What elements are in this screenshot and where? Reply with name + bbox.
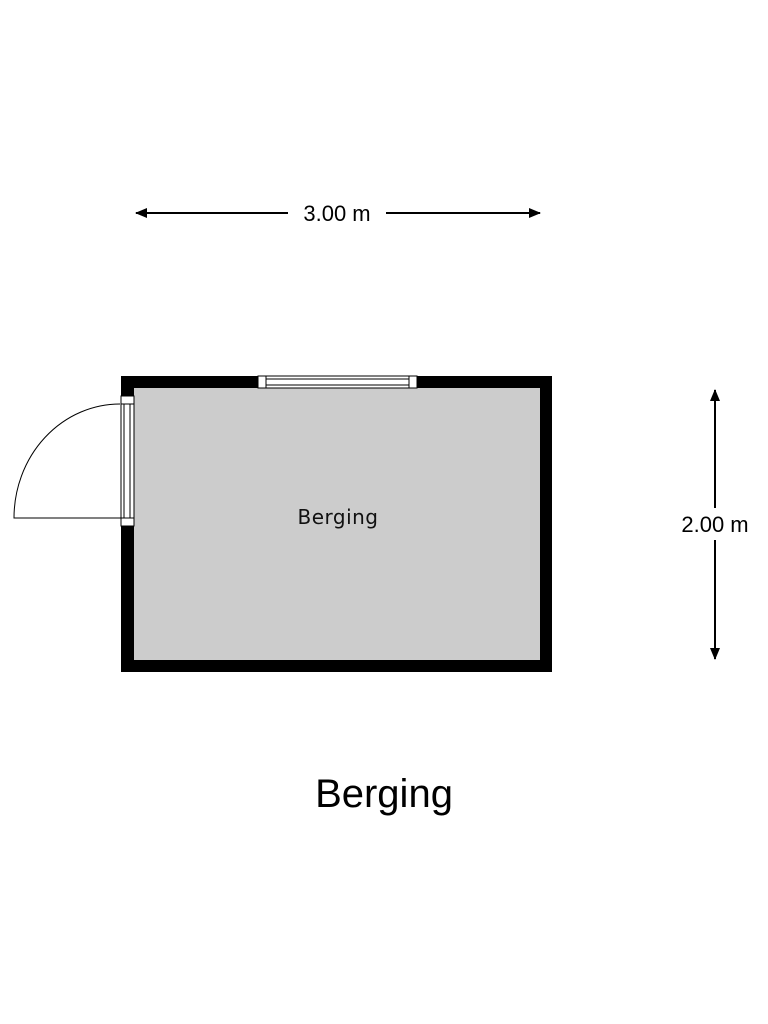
walls	[121, 376, 552, 672]
height-dimension-label: 2.00 m	[681, 512, 748, 537]
width-dimension: 3.00 m	[135, 201, 541, 226]
window-top	[257, 375, 418, 389]
plan-title: Berging	[315, 772, 453, 816]
wall-left-top	[121, 376, 134, 396]
room-floor	[134, 388, 540, 660]
door-frame	[120, 395, 135, 527]
height-dimension: 2.00 m	[681, 389, 749, 660]
door	[13, 395, 135, 527]
wall-left-bottom	[121, 526, 134, 672]
door-swing-arc	[13, 403, 121, 519]
wall-top-left	[121, 376, 258, 388]
wall-bottom	[121, 660, 552, 672]
wall-top-right	[417, 376, 552, 388]
wall-right	[540, 376, 552, 672]
width-dimension-label: 3.00 m	[303, 201, 370, 226]
room-label: Berging	[297, 505, 378, 529]
